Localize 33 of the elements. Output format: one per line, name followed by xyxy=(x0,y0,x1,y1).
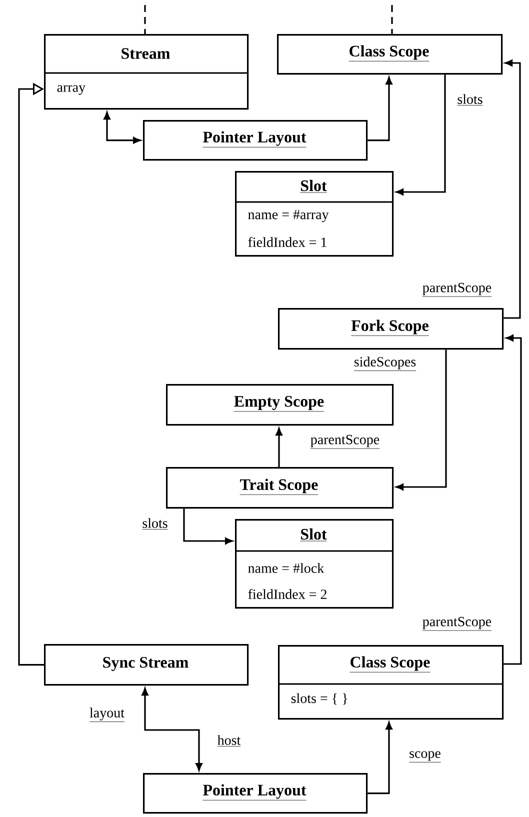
edge-label: layout xyxy=(88,706,126,724)
edge-label: scope xyxy=(408,750,442,764)
edge-label: parentScope xyxy=(421,616,493,632)
role-label: host xyxy=(216,734,242,748)
arrow xyxy=(504,334,522,665)
object-box: Slot name = #array fieldIndex = 1 xyxy=(235,171,394,257)
dashed-line xyxy=(144,5,146,34)
edge-label: parentScope xyxy=(421,282,493,298)
object-box: Class Scope slots = { } xyxy=(278,645,504,720)
arrow xyxy=(396,74,446,196)
arrow xyxy=(183,508,233,544)
object-box: Class Scope xyxy=(277,34,503,75)
class-box: Stream array xyxy=(44,34,249,110)
edge-label: slots xyxy=(456,93,484,107)
class-box: Sync Stream xyxy=(44,644,249,686)
object-box: Fork Scope xyxy=(278,308,504,350)
object-box: Empty Scope xyxy=(166,384,394,426)
arrow xyxy=(504,60,521,319)
arrow xyxy=(104,112,141,144)
arrow xyxy=(368,722,392,794)
object-box: Trait Scope xyxy=(166,467,394,509)
edge-label: parentScope xyxy=(309,434,381,450)
dashed-line xyxy=(391,5,393,34)
arrow xyxy=(142,688,202,771)
arrow xyxy=(396,350,447,490)
object-box: Pointer Layout xyxy=(143,773,368,814)
object-box: Slot name = #lock fieldIndex = 2 xyxy=(235,519,394,609)
arrow xyxy=(276,428,282,467)
generalization-arrow xyxy=(18,82,44,666)
object-box: Pointer Layout xyxy=(143,120,368,161)
edge-label: sideScopes xyxy=(352,356,418,372)
edge-label: slots xyxy=(141,517,169,531)
arrow xyxy=(368,76,392,142)
